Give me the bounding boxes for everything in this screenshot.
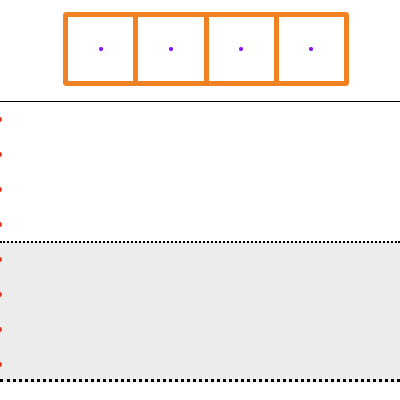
dot-icon: [0, 187, 2, 192]
dot-icon: [168, 47, 173, 51]
dot-icon: [98, 47, 103, 51]
dot-icon: [0, 327, 2, 332]
dot-icon: [239, 47, 244, 51]
dot-icon: [0, 257, 2, 262]
dot-icon: [0, 362, 2, 367]
cell-2[interactable]: [133, 17, 203, 81]
dot-icon: [309, 47, 314, 51]
dot-icon: [0, 152, 2, 157]
shaded-region: [0, 241, 400, 382]
dot-icon: [0, 117, 2, 122]
dot-icon: [0, 292, 2, 297]
cell-3[interactable]: [203, 17, 274, 81]
cell-1[interactable]: [68, 17, 133, 81]
dot-icon: [0, 222, 2, 227]
cell-row: [63, 12, 349, 86]
divider: [0, 101, 400, 102]
cell-4[interactable]: [273, 17, 344, 81]
